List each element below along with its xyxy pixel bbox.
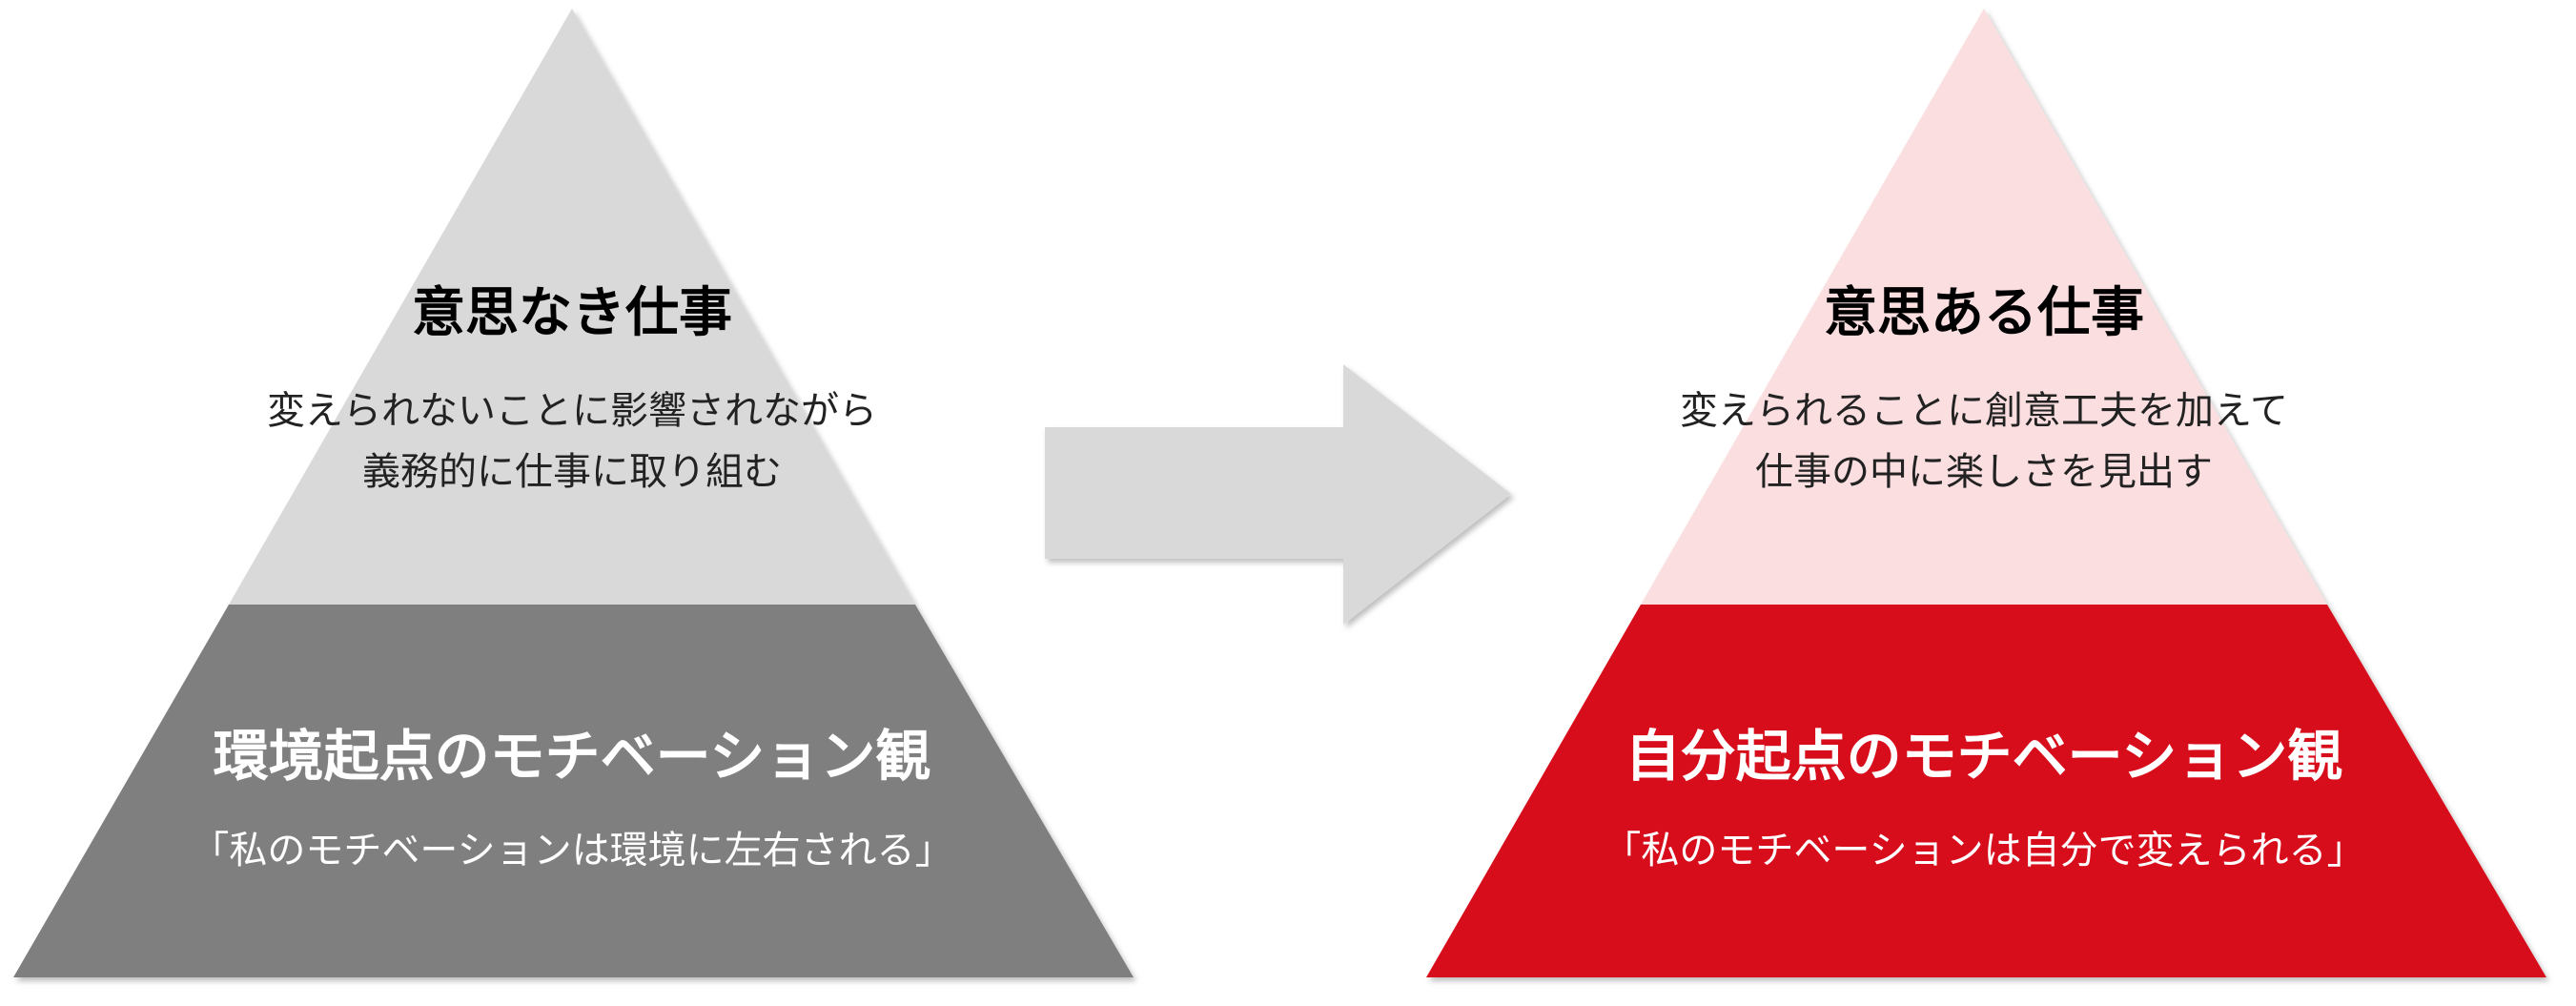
right-desc-line1: 変えられることに創意工夫を加えて xyxy=(1680,389,2288,433)
left-title: 意思なき仕事 xyxy=(412,282,732,344)
left-base-quote: 「私のモチベーションは環境に左右される」 xyxy=(191,829,952,873)
right-pyramid-base xyxy=(1426,605,2546,977)
right-desc-line2: 仕事の中に楽しさを見出す xyxy=(1755,450,2213,494)
right-pyramid-top xyxy=(1641,9,2327,605)
right-base-title: 自分起点のモチベーション観 xyxy=(1625,724,2343,789)
right-base-quote: 「私のモチベーションは自分で変えられる」 xyxy=(1603,829,2364,873)
right-title: 意思ある仕事 xyxy=(1824,282,2144,344)
left-desc-line1: 変えられないことに影響されながら xyxy=(267,389,877,433)
right-pyramid xyxy=(1426,9,2546,977)
left-pyramid-base xyxy=(13,605,1134,977)
right-arrow-icon xyxy=(1045,364,1511,625)
left-pyramid-top xyxy=(229,9,915,605)
left-base-title: 環境起点のモチベーション観 xyxy=(214,724,931,789)
left-pyramid xyxy=(13,9,1134,977)
left-desc-line2: 義務的に仕事に取り組む xyxy=(362,450,782,494)
